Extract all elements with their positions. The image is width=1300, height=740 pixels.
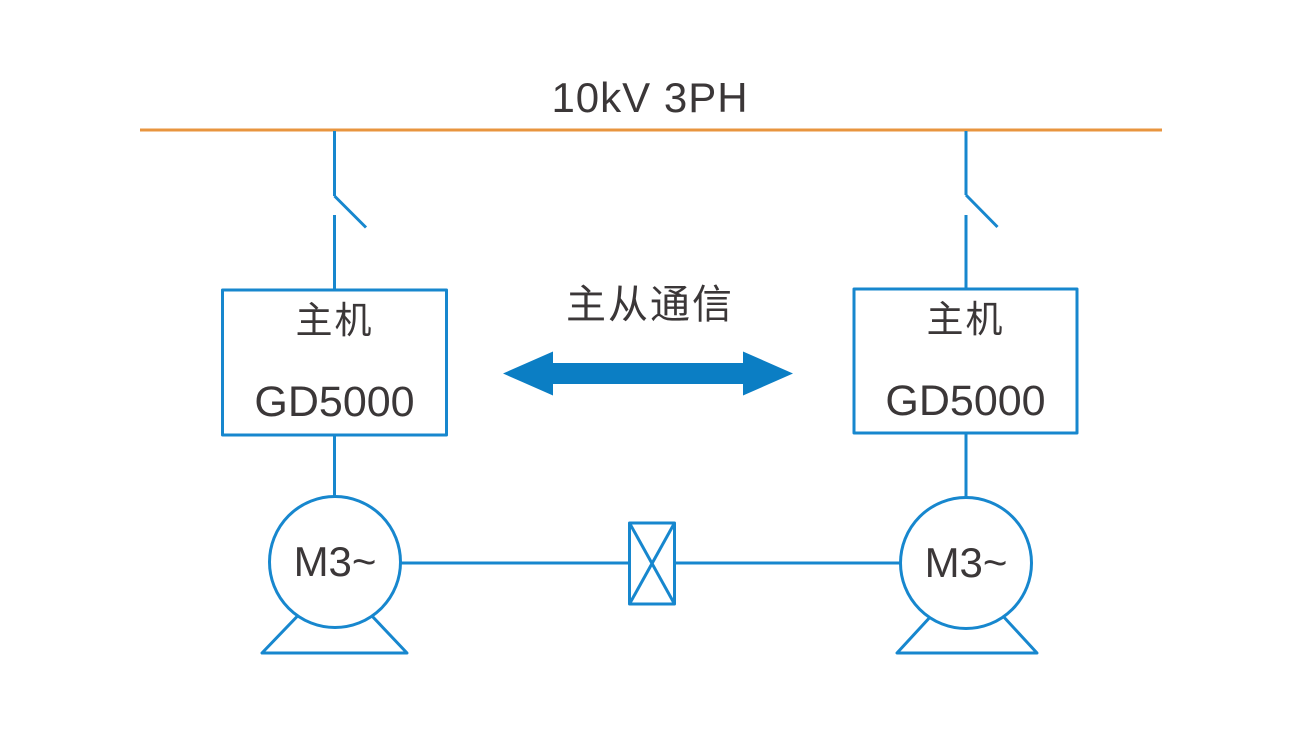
drive-box-right bbox=[852, 287, 1079, 435]
coupling-icon bbox=[628, 521, 676, 606]
comm-label: 主从通信 bbox=[566, 283, 734, 327]
drive-left-name-label: 主机 bbox=[295, 300, 374, 341]
motor-circle-left bbox=[268, 495, 402, 629]
drive-left-model-label: GD5000 bbox=[254, 378, 415, 426]
motor-right-label: M3~ bbox=[924, 539, 1008, 586]
drive-right-model-label: GD5000 bbox=[885, 377, 1046, 425]
disconnect-switch-right-icon bbox=[964, 193, 999, 229]
disconnect-switch-left-icon bbox=[333, 194, 368, 229]
comm-arrow-icon bbox=[503, 351, 793, 396]
motor-circle-right bbox=[899, 496, 1033, 630]
motor-left-label: M3~ bbox=[293, 538, 377, 585]
bus-label: 10kV 3PH bbox=[551, 74, 749, 121]
drive-right-name-label: 主机 bbox=[926, 299, 1005, 340]
